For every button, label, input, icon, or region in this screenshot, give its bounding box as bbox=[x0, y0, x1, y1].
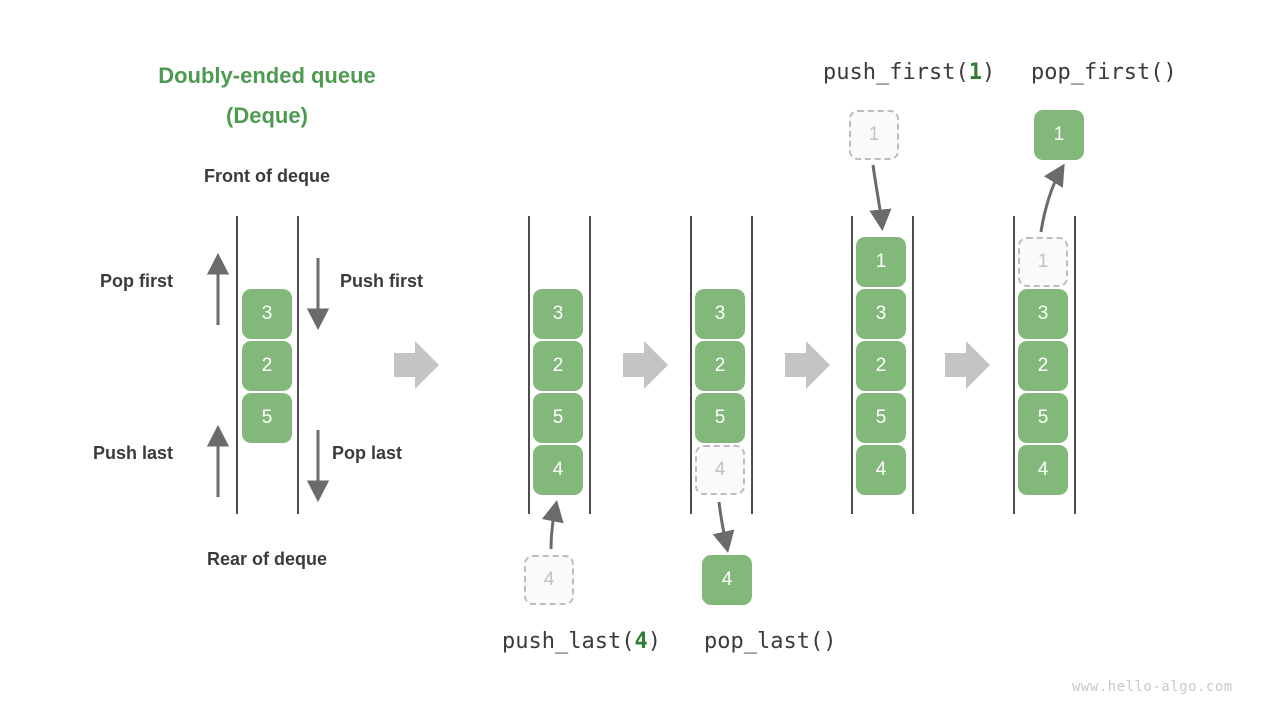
deque-rail-right-3 bbox=[912, 216, 914, 514]
deque-rail-left-0 bbox=[236, 216, 238, 514]
transition-arrow-icon bbox=[785, 341, 830, 389]
deque-rail-right-1 bbox=[589, 216, 591, 514]
diagram-title-line2: (Deque) bbox=[142, 96, 392, 136]
deque-rail-right-4 bbox=[1074, 216, 1076, 514]
pop-first-operation-label: pop_first() bbox=[1031, 60, 1177, 85]
deque-rail-right-0 bbox=[297, 216, 299, 514]
deque-cell: 3 bbox=[242, 289, 292, 339]
front-of-deque-label: Front of deque bbox=[204, 166, 330, 186]
rear-of-deque-label: Rear of deque bbox=[206, 549, 328, 569]
deque-cell: 5 bbox=[695, 393, 745, 443]
deque-cell: 2 bbox=[1018, 341, 1068, 391]
pop-last-result-cell: 4 bbox=[702, 555, 752, 605]
push-first-op-arg: 1 bbox=[968, 60, 982, 85]
transition-arrow-icon bbox=[623, 341, 668, 389]
push-first-source-cell: 1 bbox=[849, 110, 899, 160]
deque-rail-left-1 bbox=[528, 216, 530, 514]
watermark: www.hello-algo.com bbox=[1072, 679, 1233, 695]
deque-cell: 2 bbox=[533, 341, 583, 391]
push-last-flow-arrow-icon bbox=[541, 499, 564, 550]
push-first-flow-arrow-icon bbox=[869, 164, 892, 232]
pop-first-op-prefix: pop_first() bbox=[1031, 60, 1177, 85]
pop-last-label: Pop last bbox=[332, 443, 403, 463]
push-first-op-suffix: ) bbox=[981, 60, 996, 85]
push-last-label: Push last bbox=[93, 443, 174, 463]
deque-cell: 5 bbox=[1018, 393, 1068, 443]
deque-cell: 4 bbox=[533, 445, 583, 495]
deque-cell: 4 bbox=[856, 445, 906, 495]
deque-cell: 5 bbox=[856, 393, 906, 443]
transition-arrow-icon bbox=[945, 341, 990, 389]
push-last-op-prefix: push_last( bbox=[502, 629, 635, 654]
deque-rail-left-4 bbox=[1013, 216, 1015, 514]
deque-cell: 1 bbox=[856, 237, 906, 287]
deque-cell: 3 bbox=[695, 289, 745, 339]
pop-first-label: Pop first bbox=[100, 271, 174, 291]
diagram-title-line1: Doubly-ended queue bbox=[142, 56, 392, 96]
deque-cell-ghost: 4 bbox=[695, 445, 745, 495]
transition-arrow-icon bbox=[394, 341, 439, 389]
deque-cell: 4 bbox=[1018, 445, 1068, 495]
diagram-title-line2-text: (Deque) bbox=[226, 103, 308, 128]
pop-first-flow-arrow-icon bbox=[1039, 163, 1065, 233]
push-last-operation-label: push_last(4) bbox=[502, 629, 661, 654]
diagram-title-line1-text: Doubly-ended queue bbox=[158, 63, 376, 88]
deque-rail-right-2 bbox=[751, 216, 753, 514]
deque-cell: 2 bbox=[242, 341, 292, 391]
push-first-label: Push first bbox=[340, 271, 424, 291]
deque-rail-left-3 bbox=[851, 216, 853, 514]
deque-rail-left-2 bbox=[690, 216, 692, 514]
deque-cell: 5 bbox=[242, 393, 292, 443]
push-last-op-suffix: ) bbox=[647, 629, 661, 654]
pop-first-result-cell: 1 bbox=[1034, 110, 1084, 160]
deque-cell: 5 bbox=[533, 393, 583, 443]
deque-cell: 3 bbox=[533, 289, 583, 339]
deque-cell: 2 bbox=[695, 341, 745, 391]
push-last-op-arg: 4 bbox=[634, 629, 648, 654]
deque-cell: 2 bbox=[856, 341, 906, 391]
deque-cell-ghost: 1 bbox=[1018, 237, 1068, 287]
pop-last-op-prefix: pop_last() bbox=[704, 629, 837, 654]
deque-cell: 3 bbox=[1018, 289, 1068, 339]
deque-cell: 3 bbox=[856, 289, 906, 339]
push-first-operation-label: push_first(1) bbox=[823, 60, 995, 85]
push-last-source-cell: 4 bbox=[524, 555, 574, 605]
pop-last-operation-label: pop_last() bbox=[704, 629, 836, 654]
push-first-op-prefix: push_first( bbox=[823, 60, 969, 85]
pop-last-flow-arrow-icon bbox=[712, 501, 735, 553]
